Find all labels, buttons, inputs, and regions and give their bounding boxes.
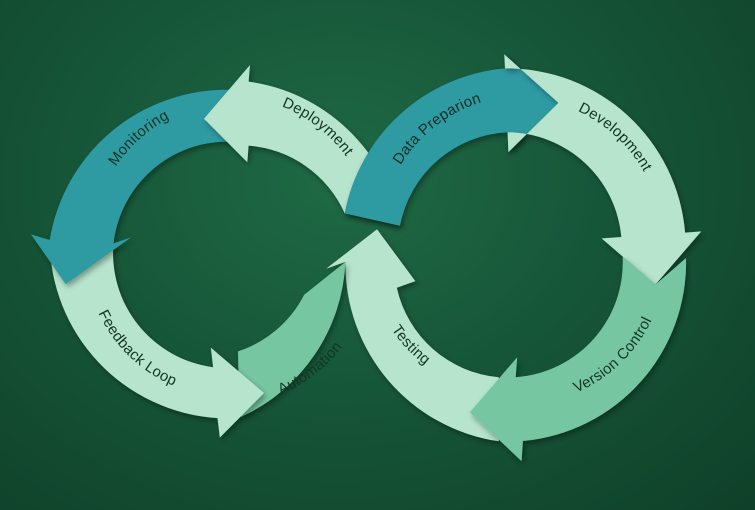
segment-development xyxy=(504,54,702,285)
segment-version-control xyxy=(469,256,687,462)
segment-data-preparation xyxy=(344,54,559,226)
segment-testing xyxy=(326,229,499,442)
segment-monitoring xyxy=(31,89,241,285)
segment-automation xyxy=(238,261,346,417)
segment-feedback-loop xyxy=(49,239,265,438)
segment-deployment xyxy=(204,65,400,226)
